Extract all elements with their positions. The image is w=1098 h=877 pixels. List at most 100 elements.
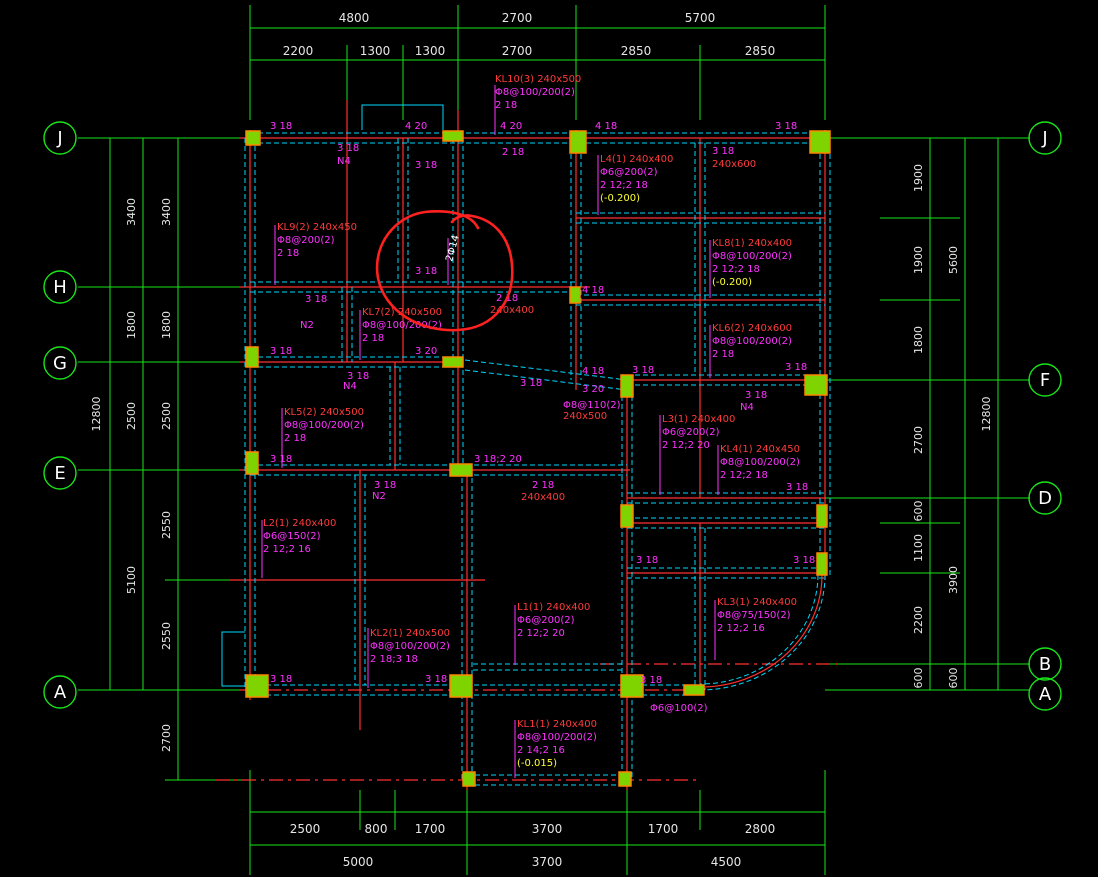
- dim-bottom-inner: 1700: [415, 822, 446, 836]
- beam-label-kl7: KL7(2) 240x500 Φ8@100/200(2) 2 18: [362, 307, 442, 344]
- beam-label-title: L3(1) 240x400: [662, 414, 735, 425]
- beam-label-stirrup: Φ6@200(2): [517, 615, 575, 626]
- beam-label-title: KL9(2) 240x450: [277, 222, 357, 233]
- beam-label-title: L4(1) 240x400: [600, 154, 673, 165]
- dim-right-mid: 5600: [947, 246, 960, 274]
- bar-mark: 3 18: [632, 365, 654, 376]
- axis-bubble-h-left: [43, 270, 77, 304]
- dim-top-inner: 2200: [283, 44, 314, 58]
- axis-grid-lines: [78, 137, 1030, 691]
- beam-label-bars: 2 12;2 20: [662, 440, 710, 451]
- dim-top-outer: 5700: [685, 11, 716, 25]
- note-size: 240x600: [712, 159, 756, 170]
- beam-label-bars: 2 12;2 18: [600, 180, 648, 191]
- beam-label-l3: L3(1) 240x400 Φ6@200(2) 2 12;2 20: [662, 414, 735, 451]
- bar-mark: 3 20: [582, 384, 604, 395]
- axis-label-h-left: H: [53, 277, 67, 298]
- beam-label-stirrup: Φ6@200(2): [600, 167, 658, 178]
- axis-label-e-left: E: [54, 463, 65, 484]
- axis-bubble-e-left: [43, 456, 77, 490]
- dim-top-inner: 2700: [502, 44, 533, 58]
- bar-mark: 3 18: [425, 674, 447, 685]
- dim-bottom-outer: 5000: [343, 855, 374, 869]
- curved-beam-core: [699, 574, 823, 688]
- beam-label-stirrup: Φ8@100/200(2): [712, 336, 792, 347]
- bar-mark: 3 18: [712, 146, 734, 157]
- bar-mark: 3 18: [785, 362, 807, 373]
- beam-label-stirrup: Φ8@100/200(2): [362, 320, 442, 331]
- dimension-texts-bottom: 2500 800 1700 3700 1700 2800 5000 3700 4…: [290, 822, 776, 869]
- beam-label-title: KL8(1) 240x400: [712, 238, 792, 249]
- beam-label-kl6: KL6(2) 240x600 Φ8@100/200(2) 2 18: [712, 323, 792, 360]
- axis-bubble-a-left: [43, 675, 77, 709]
- axis-label-f-right: F: [1040, 370, 1050, 391]
- bar-mark: 4 20: [405, 121, 427, 132]
- dim-right-mid: 600: [947, 668, 960, 689]
- dimension-texts-left: 12800 3400 1800 2500 5100 3400 1800 2500…: [90, 198, 173, 752]
- beam-edge-lines: [244, 132, 831, 786]
- bar-mark: 2 18: [532, 480, 554, 491]
- beam-label-bars: 2 14;2 16: [517, 745, 565, 756]
- beam-label-kl8: KL8(1) 240x400 Φ8@100/200(2) 2 12;2 18 (…: [712, 238, 792, 288]
- dim-bottom-inner: 2500: [290, 822, 321, 836]
- axis-bubble-g-left: [43, 346, 77, 380]
- axis-bubble-a-right: [1028, 677, 1062, 711]
- bar-mark: 3 18: [337, 143, 359, 154]
- dim-left-inner: 2700: [160, 724, 173, 752]
- beam-label-stirrup: Φ6@150(2): [263, 531, 321, 542]
- note-mark: N2: [372, 491, 386, 502]
- beam-label-title: L2(1) 240x400: [263, 518, 336, 529]
- beam-label-stirrup: Φ8@100/200(2): [517, 732, 597, 743]
- beam-label-bars: 2 12;2 16: [717, 623, 765, 634]
- dim-bottom-outer: 4500: [711, 855, 742, 869]
- axis-label-d-right: D: [1038, 488, 1052, 509]
- beam-label-elevation: (-0.015): [517, 758, 557, 769]
- dim-top-outer: 2700: [502, 11, 533, 25]
- bar-mark: 3 20: [415, 346, 437, 357]
- bar-mark: 4 18: [582, 366, 604, 377]
- bar-mark: 3 18: [636, 555, 658, 566]
- beam-label-bars: 2 12;2 16: [263, 544, 311, 555]
- bar-mark: 2 18: [502, 147, 524, 158]
- dim-left-mid: 3400: [125, 198, 138, 226]
- beam-label-title: KL1(1) 240x400: [517, 719, 597, 730]
- dim-bottom-outer: 3700: [532, 855, 563, 869]
- beam-label-stirrup: Φ8@100/200(2): [284, 420, 364, 431]
- bar-mark: 3 18: [415, 266, 437, 277]
- bar-mark: 3 18: [793, 555, 815, 566]
- axis-bubble-b-right: [1028, 647, 1062, 681]
- bar-mark: 3 18: [374, 480, 396, 491]
- axis-bubble-d-right: [1028, 481, 1062, 515]
- beam-label-l1: L1(1) 240x400 Φ6@200(2) 2 12;2 20: [517, 602, 590, 639]
- bar-mark: 3 18: [347, 371, 369, 382]
- beam-label-bars: 2 12;2 20: [517, 628, 565, 639]
- beam-label-bars: 2 18: [277, 248, 299, 259]
- leader-lines: [261, 85, 719, 778]
- beam-label-title: KL3(1) 240x400: [717, 597, 797, 608]
- beam-label-title: KL2(1) 240x500: [370, 628, 450, 639]
- bar-mark: 3 18: [270, 121, 292, 132]
- axis-label-j-right: J: [1041, 128, 1047, 149]
- beam-label-kl10: KL10(3) 240x500 Φ8@100/200(2) 2 18: [495, 74, 581, 111]
- bar-mark: 4 18: [582, 285, 604, 296]
- axis-label-b-right: B: [1039, 654, 1051, 675]
- beam-label-kl3: KL3(1) 240x400 Φ8@75/150(2) 2 12;2 16: [717, 597, 797, 634]
- axis-label-a-left: A: [54, 682, 67, 703]
- beam-label-stirrup: Φ8@100/200(2): [712, 251, 792, 262]
- dim-top-inner: 1300: [415, 44, 446, 58]
- dim-bottom-inner: 1700: [648, 822, 679, 836]
- note-bars: 3 18;2 20: [474, 454, 522, 465]
- bar-mark: 3 18: [305, 294, 327, 305]
- beam-label-stirrup: Φ8@100/200(2): [495, 87, 575, 98]
- misc-notes: 240x600 240x400 240x400 240x500 Φ8@110(2…: [300, 156, 756, 714]
- beam-label-l4: L4(1) 240x400 Φ6@200(2) 2 12;2 18 (-0.20…: [600, 154, 673, 204]
- bar-mark: 3 18: [415, 160, 437, 171]
- dim-left-inner: 2550: [160, 622, 173, 650]
- columns: [245, 130, 831, 787]
- beam-label-stirrup: Φ8@100/200(2): [370, 641, 450, 652]
- annotation-circle: [375, 210, 514, 332]
- bar-marks: 3 18 4 20 4 20 4 18 3 18 2 18 3 18 3 18 …: [270, 121, 815, 686]
- dim-left-inner: 3400: [160, 198, 173, 226]
- bar-mark: 3 18: [745, 390, 767, 401]
